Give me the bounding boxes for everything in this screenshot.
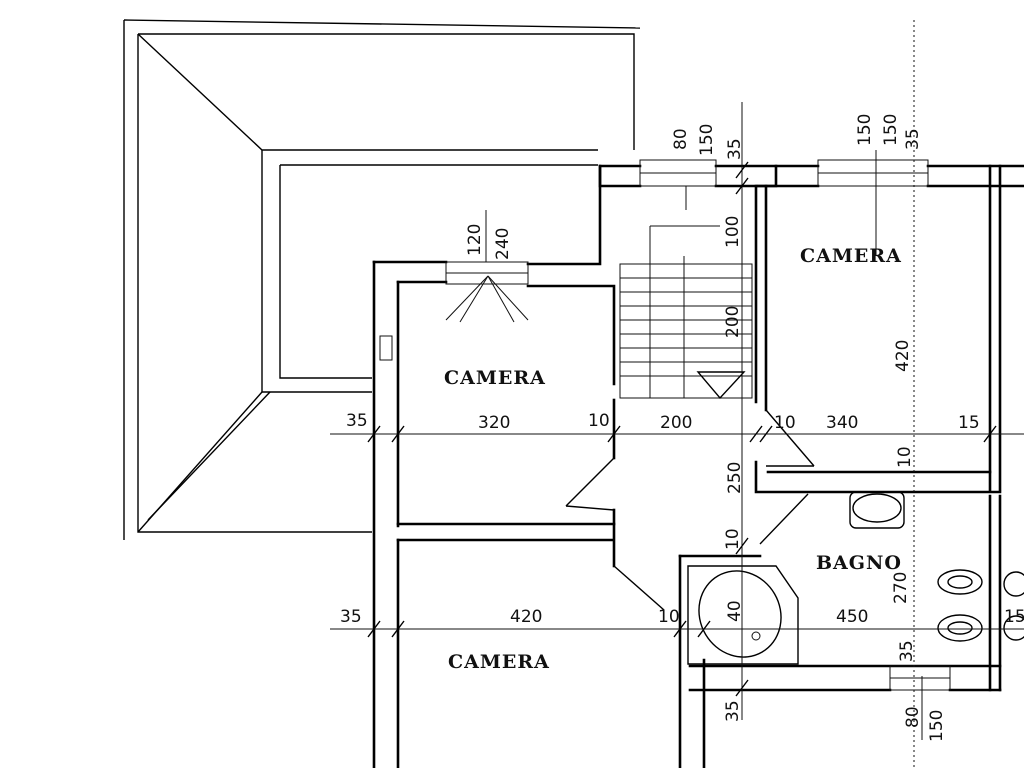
- window-swing: [445, 275, 529, 323]
- bathtub: [687, 565, 799, 665]
- dimension-ticks: [367, 161, 997, 697]
- dim-label: 320: [478, 413, 510, 433]
- dimension-lines: [330, 20, 1024, 768]
- room-label-camera-bottom: CAMERA: [448, 651, 550, 673]
- dim-label: 250: [725, 462, 745, 494]
- dim-label: 270: [891, 572, 911, 604]
- dim-label: 35: [723, 700, 743, 722]
- dimensions-vertical: 80 150 35 150 150 35 120 240 100 200 420…: [465, 114, 947, 742]
- dim-label: 120: [465, 224, 485, 256]
- roof-outline: [123, 19, 641, 540]
- dim-label: 200: [723, 306, 743, 338]
- room-labels: CAMERA CAMERA CAMERA BAGNO: [444, 245, 902, 673]
- dim-label: 200: [660, 413, 692, 433]
- dim-label: 150: [927, 710, 947, 742]
- dim-label: 420: [893, 340, 913, 372]
- dim-label: 150: [881, 114, 901, 146]
- sink: [849, 491, 905, 529]
- dim-label: 10: [895, 446, 915, 468]
- dim-label: 35: [725, 138, 745, 160]
- dim-label: 450: [836, 607, 868, 627]
- dim-label: 10: [588, 411, 610, 431]
- dim-label: 35: [340, 607, 362, 627]
- door-swings: [565, 409, 815, 611]
- dim-label: 40: [725, 600, 745, 622]
- dim-label: 420: [510, 607, 542, 627]
- windows: [379, 159, 951, 691]
- dimensions-lower: 35 420 10 450 15: [340, 607, 1024, 627]
- walls: [372, 164, 1024, 768]
- dim-label: 35: [346, 411, 368, 431]
- dim-label: 340: [826, 413, 858, 433]
- dim-label: 15: [958, 413, 980, 433]
- dim-label: 80: [903, 706, 923, 728]
- dim-label: 15: [1004, 607, 1024, 627]
- staircase: [619, 225, 753, 400]
- dim-label: 150: [855, 114, 875, 146]
- dim-label: 150: [697, 124, 717, 156]
- dim-label: 35: [897, 640, 917, 662]
- dim-label: 35: [903, 128, 923, 150]
- room-label-bagno: BAGNO: [816, 552, 902, 574]
- dim-label: 100: [723, 216, 743, 248]
- bidet-toilet: [937, 569, 1024, 642]
- room-label-camera-top-right: CAMERA: [800, 245, 902, 267]
- dim-label: 10: [723, 528, 743, 550]
- dim-label: 240: [493, 228, 513, 260]
- dim-label: 10: [658, 607, 680, 627]
- dim-label: 10: [774, 413, 796, 433]
- dimensions-upper: 35 320 10 200 10 340 15: [346, 411, 980, 433]
- room-label-camera-middle: CAMERA: [444, 367, 546, 389]
- dim-label: 80: [671, 128, 691, 150]
